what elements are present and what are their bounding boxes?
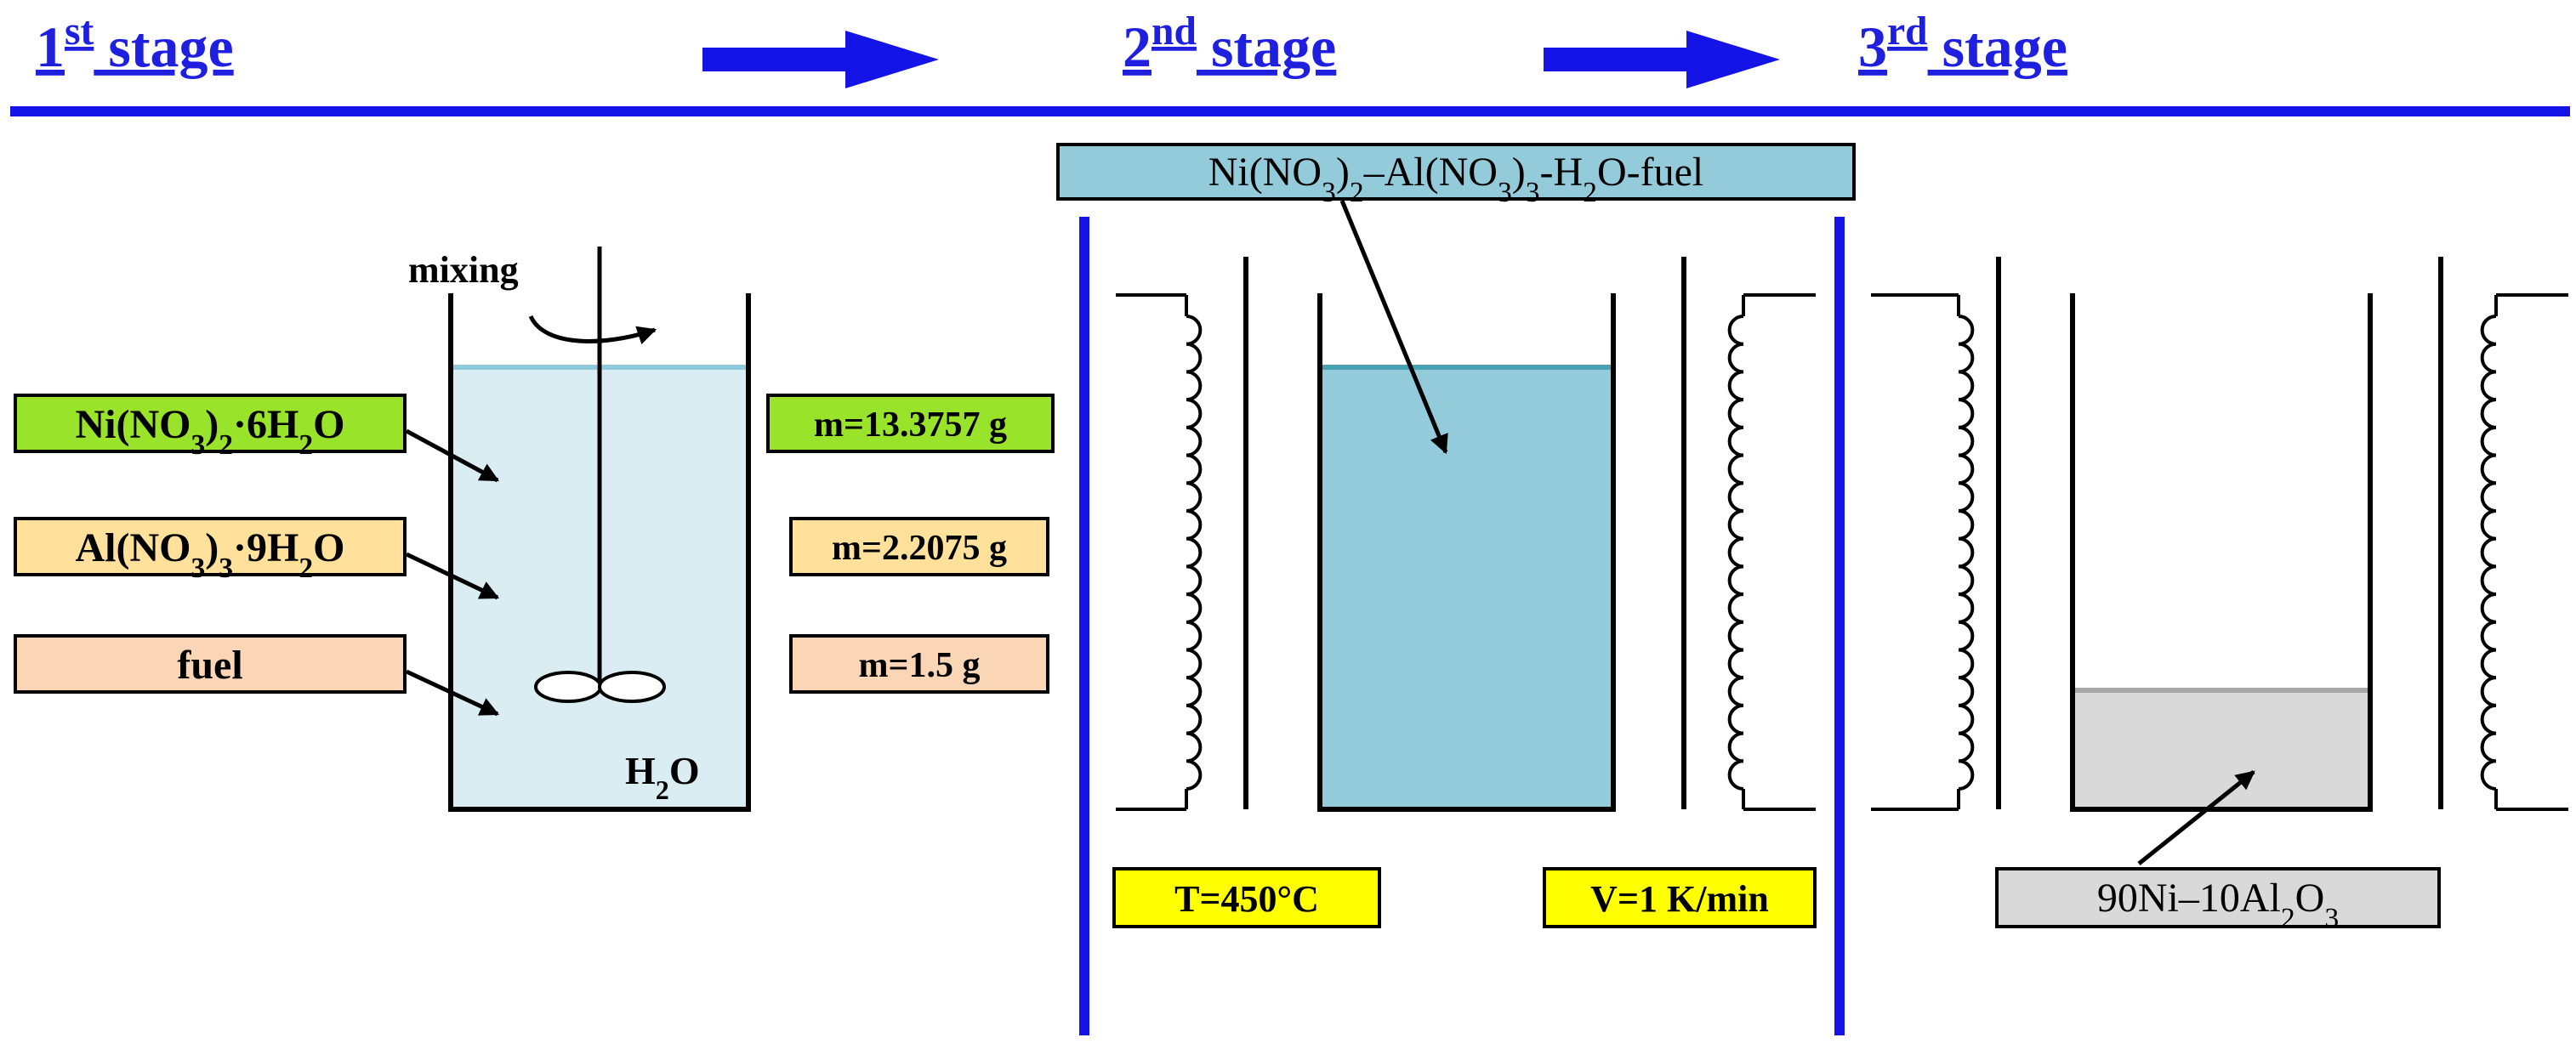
reagent-box (14, 517, 407, 576)
reagent-mass-box (789, 634, 1049, 694)
stage-arrow-2-to-3 (1544, 31, 1780, 88)
reagent-box (14, 394, 407, 453)
product-pointer-arrow (2137, 770, 2255, 865)
water-label: H2O (625, 749, 700, 805)
stage-1-heading: 1st stage (36, 9, 234, 79)
reagent-name: Al(NO3)3·9H2O (75, 525, 344, 584)
solution-label-box (1056, 143, 1856, 201)
reagent-addition-arrow (405, 669, 500, 717)
reagent-addition-arrow (405, 552, 500, 600)
reagent-addition-arrow (405, 428, 499, 483)
mixing-label: mixing (408, 249, 519, 291)
reagent-name: fuel (177, 643, 242, 688)
stage-arrow-1-to-2 (702, 31, 939, 88)
stirrer-icon (534, 247, 666, 703)
product-label-box (1995, 867, 2441, 928)
solution-label: Ni(NO3)2–Al(NO3)3-H2O-fuel (1208, 150, 1704, 208)
furnace-stage-2 (1116, 257, 1816, 812)
stage-2-heading: 2nd stage (1123, 9, 1336, 79)
mixing-rotation-arrow (528, 315, 657, 345)
stage-3-heading: 3rd stage (1858, 9, 2067, 79)
reagent-mass: m=13.3757 g (814, 405, 1007, 445)
reagent-mass-box (766, 394, 1055, 453)
temperature-label: T=450°C (1174, 878, 1319, 920)
heating-rate-label: V=1 K/min (1590, 878, 1769, 920)
heating-rate-box (1543, 867, 1817, 928)
solution-pointer-arrow (1339, 200, 1448, 455)
furnace-stage-3 (1871, 257, 2568, 812)
reagent-mass: m=2.2075 g (832, 529, 1007, 568)
heater-coil-right-icon (2480, 293, 2568, 811)
heater-coil-right-icon (1727, 293, 1816, 811)
heater-coil-left-icon (1116, 293, 1203, 811)
reagent-mass: m=1.5 g (859, 646, 981, 685)
heater-coil-left-icon (1871, 293, 1975, 811)
reagent-mass-box (789, 517, 1049, 576)
reagent-name: Ni(NO3)2·6H2O (75, 402, 344, 461)
product-label: 90Ni–10Al2O3 (2097, 876, 2339, 934)
reagent-box (14, 634, 407, 694)
temperature-box (1112, 867, 1381, 928)
